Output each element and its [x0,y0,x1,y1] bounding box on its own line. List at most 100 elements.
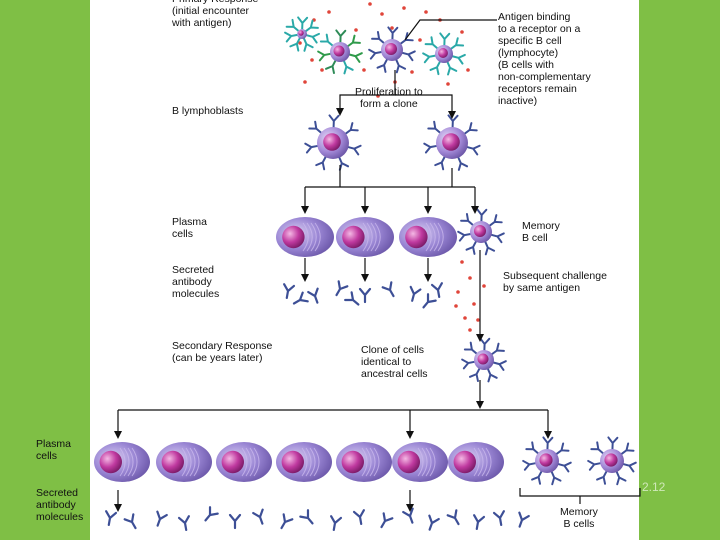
antibody-molecule [422,52,437,64]
antigen-dot [320,68,324,72]
antibody-molecules [105,280,530,531]
label-memory-b-cell: Memory B cell [522,220,560,244]
b-cell-inactive [422,32,466,76]
plasma-cell [392,442,448,482]
plasma-nucleus [405,225,428,249]
antibody-molecule [439,32,451,47]
antibody-molecule [380,512,394,529]
plasma-cell [336,442,392,482]
antibody-molecule [469,367,481,383]
antigen-dot [472,302,476,306]
er-line [123,447,130,477]
antibody-molecule [525,441,540,455]
antibody-molecule [289,37,301,52]
antibody-molecule [550,470,562,486]
er-line [249,447,256,477]
antigen-dot [424,10,428,14]
antigen-dot [460,30,464,34]
er-line [473,447,480,477]
er-line [302,222,309,252]
antibody-molecule [460,212,474,227]
plasma-nucleus [397,450,420,474]
antibody-molecule [446,60,458,76]
er-line [421,447,428,477]
flow-arrows [114,19,641,512]
er-line [253,447,260,477]
er-line [429,222,436,252]
plasma-cell [276,442,332,482]
cell-nucleus [438,48,448,58]
label-plasma-cells-top: Plasma cells [172,216,208,240]
cell-nucleus [323,133,341,151]
antigen-dot [466,68,470,72]
antibody-molecule [466,144,481,156]
cell-nucleus [473,224,487,238]
antibody-molecule [358,287,372,304]
antibody-molecule [387,26,399,41]
er-line [425,447,432,477]
antibody-molecule [457,156,469,171]
er-line [365,447,372,477]
plasma-nucleus [161,450,184,474]
antibody-molecule [450,37,465,50]
plasma-nucleus [342,225,365,249]
antibody-molecule [607,436,619,451]
er-line [309,447,316,477]
antigen-dot [460,260,464,264]
antigen-dot [410,70,414,74]
antigen-dot [380,12,384,16]
er-line [361,447,368,477]
antibody-molecule [476,208,488,223]
antibody-molecule [401,50,416,62]
er-line [127,447,134,477]
label-secreted-antibody-top: Secreted antibody molecules [172,264,220,300]
page-number: 2.12 [642,480,666,494]
antibody-molecule [344,122,359,135]
antibody-molecule [123,513,137,530]
antibody-molecule [342,59,354,75]
cell-nucleus [384,42,398,56]
antigen-dot [362,68,366,72]
antibody-molecule [490,232,505,244]
memory-b-cell [522,436,572,486]
antibody-molecule [325,59,337,75]
antibody-molecule [105,510,118,526]
er-line [131,447,138,477]
b-lymphoblast [423,114,481,171]
antigen-dot [476,318,480,322]
antigen-dots [298,2,486,332]
antibody-molecule [376,58,388,73]
b-lymphoblast [304,114,362,171]
antibody-molecule [473,514,486,530]
antibody-molecule [304,142,319,154]
antibody-molecule [430,282,443,298]
antibody-molecule [328,114,340,129]
label-secreted-antibody-bottom: Secreted antibody molecules [36,487,84,523]
antibody-molecule [177,515,190,531]
er-line [417,447,424,477]
antibody-molecule [531,470,543,485]
er-line [241,447,248,477]
antibody-molecule [596,470,608,485]
antibody-molecule [317,50,332,62]
er-line [425,222,432,252]
antibody-molecule [542,436,554,451]
antibody-molecule [156,510,168,527]
antibody-molecule [402,507,414,524]
antibody-molecule [486,367,498,383]
antibody-molecule [451,53,466,65]
proliferation-arrow-right [395,94,456,119]
er-line [305,447,312,477]
antibody-molecule [484,240,496,256]
plasma-cell [94,442,150,482]
antibody-molecule [335,29,347,44]
antigen-dot [482,284,486,288]
antibody-molecule [371,30,385,45]
er-line [193,447,200,477]
antibody-molecule [479,337,491,352]
er-line [485,447,492,477]
antigen-dot [468,276,472,280]
antibody-molecule [299,509,314,525]
antibody-molecule [315,155,327,171]
